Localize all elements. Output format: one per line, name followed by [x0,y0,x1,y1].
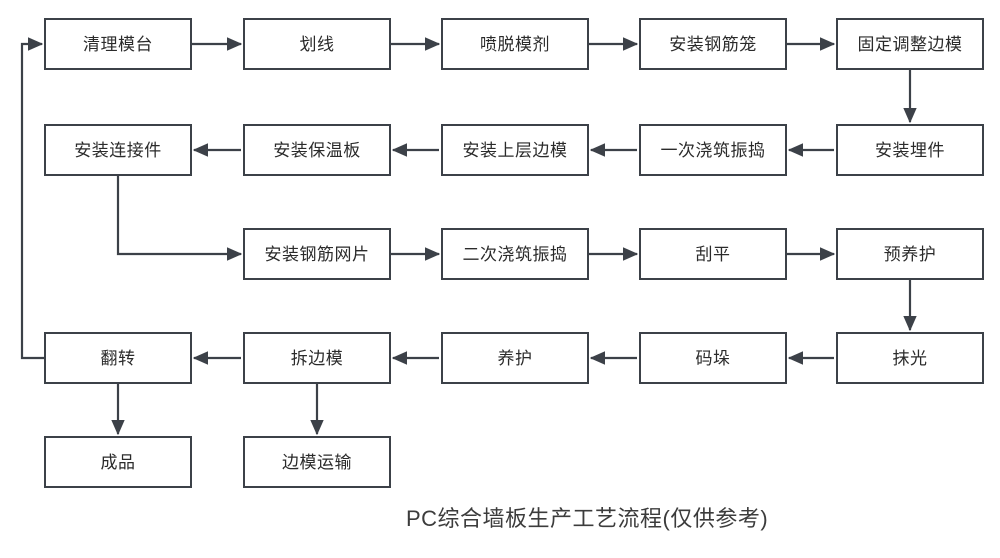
node-huaxian[interactable]: 划线 [243,18,391,70]
node-fanzhuan[interactable]: 翻转 [44,332,192,384]
node-anzhuang-lianjiejian[interactable]: 安装连接件 [44,124,192,176]
node-moguang[interactable]: 抹光 [836,332,984,384]
node-guaping[interactable]: 刮平 [639,228,787,280]
node-anzhuang-maijian[interactable]: 安装埋件 [836,124,984,176]
edge-n19-n1-feedback [20,37,44,360]
node-qingli-motai[interactable]: 清理模台 [44,18,192,70]
node-anzhuang-baowenban[interactable]: 安装保温板 [243,124,391,176]
node-chai-bianmo[interactable]: 拆边模 [243,332,391,384]
node-pen-tuomoji[interactable]: 喷脱模剂 [441,18,589,70]
edge-n10-n11 [116,176,243,261]
node-chengpin[interactable]: 成品 [44,436,192,488]
node-bianmo-yunshu[interactable]: 边模运输 [243,436,391,488]
node-guding-tiaozheng-bianmo[interactable]: 固定调整边模 [836,18,984,70]
node-erci-jiaozhu-zhendao[interactable]: 二次浇筑振捣 [441,228,589,280]
node-anzhuang-gangjinlong[interactable]: 安装钢筋笼 [639,18,787,70]
node-yanghu[interactable]: 养护 [441,332,589,384]
node-anzhuang-gangjin-wangpian[interactable]: 安装钢筋网片 [243,228,391,280]
node-yici-jiaozhu-zhendao[interactable]: 一次浇筑振捣 [639,124,787,176]
node-maduo[interactable]: 码垛 [639,332,787,384]
diagram-caption: PC综合墙板生产工艺流程(仅供参考) [406,506,769,531]
node-anzhuang-shangceng-bianmo[interactable]: 安装上层边模 [441,124,589,176]
node-yuyanghu[interactable]: 预养护 [836,228,984,280]
